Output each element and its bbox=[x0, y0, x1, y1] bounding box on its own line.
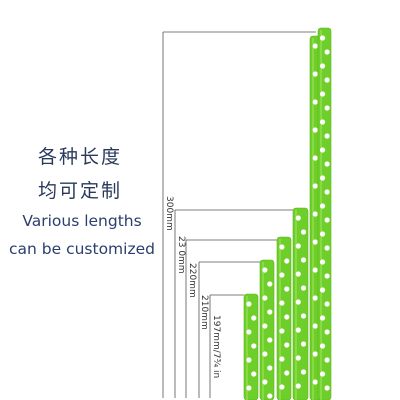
dimension-line bbox=[209, 294, 244, 398]
straw bbox=[243, 293, 259, 400]
dimension-label: 23 0mm bbox=[176, 236, 186, 274]
straw bbox=[259, 259, 275, 400]
dimension-label: 210mm bbox=[199, 295, 209, 330]
caption-chinese-line1: 各种长度 bbox=[37, 146, 122, 168]
straw bbox=[292, 207, 309, 400]
dimension-label: 300mm bbox=[164, 196, 174, 231]
caption-english-line1: Various lengths bbox=[22, 212, 142, 230]
dimension-label: 220mm bbox=[187, 263, 197, 298]
straw bbox=[276, 236, 292, 400]
dimension-lines bbox=[162, 31, 316, 398]
caption-chinese-line2: 均可定制 bbox=[37, 180, 122, 202]
straws-group bbox=[243, 27, 332, 400]
dimension-line bbox=[185, 239, 277, 398]
dimension-line bbox=[198, 261, 260, 398]
dimension-line bbox=[174, 209, 293, 398]
caption-english-line2: can be customized bbox=[9, 240, 155, 258]
straw bbox=[317, 27, 332, 400]
dimension-line bbox=[162, 31, 316, 398]
dimension-label: 197mm/7³⁄₄ in bbox=[211, 315, 221, 378]
